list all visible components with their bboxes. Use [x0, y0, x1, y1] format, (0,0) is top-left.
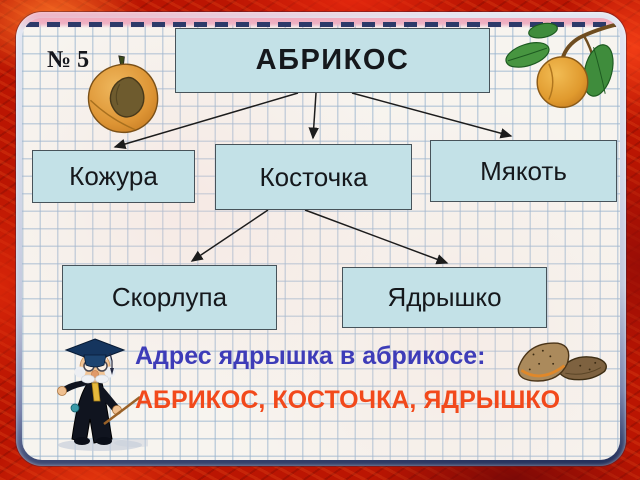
apricot-branch-icon	[505, 21, 620, 109]
edge-kostochka-yadryshko	[304, 209, 449, 265]
slide-number: № 5	[47, 47, 90, 73]
edge-abrikos-myakot	[351, 92, 513, 139]
node-kozhura: Кожура	[32, 150, 195, 203]
node-abrikos: АБРИКОС	[175, 28, 490, 93]
professor-icon	[57, 338, 148, 451]
node-skorlupa: Скорлупа	[62, 265, 277, 330]
edge-abrikos-kostochka	[308, 92, 319, 140]
apricot-half-icon	[87, 55, 159, 134]
node-kostochka: Косточка	[215, 144, 412, 210]
caption: Адрес ядрышка в абрикосе: АБРИКОС, КОСТО…	[135, 344, 605, 413]
edge-kostochka-skorlupa	[190, 209, 269, 262]
ruler-strip	[22, 18, 620, 28]
grid-paper: № 5 АБРИКОС Кожура Косточка Мякоть Скорл…	[22, 18, 620, 460]
caption-question: Адрес ядрышка в абрикосе:	[135, 342, 486, 370]
apricot-kernels-icon	[517, 342, 607, 382]
caption-answer: АБРИКОС, КОСТОЧКА, ЯДРЫШКО	[135, 386, 561, 414]
notebook-panel: № 5 АБРИКОС Кожура Косточка Мякоть Скорл…	[16, 12, 626, 466]
node-myakot: Мякоть	[430, 140, 617, 202]
node-yadryshko: Ядрышко	[342, 267, 547, 328]
